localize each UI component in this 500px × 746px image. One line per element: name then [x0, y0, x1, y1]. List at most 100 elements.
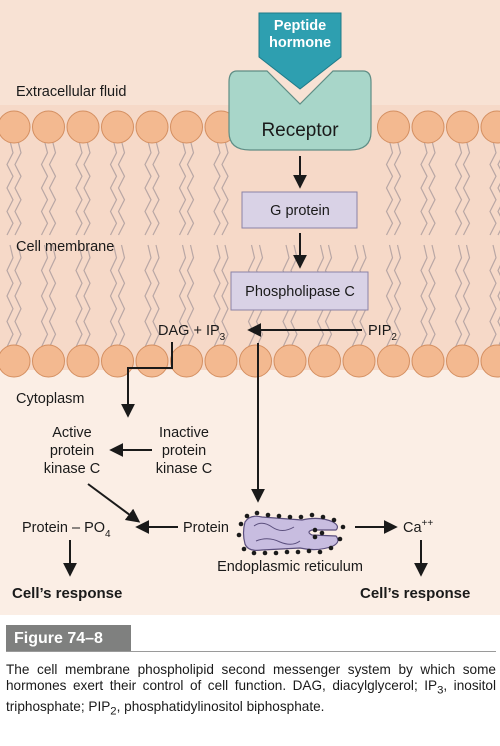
- lipid-tail: [489, 140, 497, 236]
- ribosome-dot: [317, 549, 323, 555]
- cells-response-right: Cell’s response: [360, 585, 470, 602]
- active-pkc-line3: kinase C: [44, 461, 100, 477]
- cells-response-left: Cell’s response: [12, 585, 122, 602]
- er-label: Endoplasmic reticulum: [217, 559, 363, 575]
- ribosome-dot: [312, 534, 318, 540]
- ribosome-dot: [276, 513, 282, 519]
- figure-caption: The cell membrane phospholipid second me…: [6, 662, 496, 718]
- phospholipid-head: [170, 110, 203, 144]
- phospholipase-c-label: Phospholipase C: [245, 284, 355, 300]
- pip2-label: PIP2: [368, 323, 397, 343]
- phospholipid-head: [411, 110, 445, 144]
- phospholipid-head: [135, 110, 169, 144]
- phospholipid-head: [239, 344, 272, 378]
- lipid-tail: [393, 140, 402, 236]
- ribosome-dot: [312, 527, 318, 533]
- ribosome-dot: [306, 548, 312, 554]
- lipid-tail: [6, 140, 14, 236]
- lipid-tail: [152, 244, 160, 348]
- ribosome-dot: [236, 532, 242, 538]
- ribosome-dot: [251, 550, 257, 556]
- lipid-tail: [186, 244, 195, 348]
- receptor-shape: [228, 70, 372, 151]
- ribosome-dot: [295, 549, 301, 555]
- phospholipid-head: [135, 344, 169, 378]
- phospholipid-head: [204, 344, 238, 378]
- lipid-tail: [497, 264, 500, 348]
- phospholipid-head: [101, 344, 134, 378]
- cytoplasm-label: Cytoplasm: [16, 391, 85, 407]
- phospholipid-head: [480, 344, 500, 378]
- phospholipid-head: [308, 344, 341, 378]
- inactive-pkc-line3: kinase C: [156, 461, 212, 477]
- phospholipid-head: [377, 110, 410, 144]
- lipid-tail: [83, 140, 91, 236]
- inactive-pkc-line1: Inactive: [159, 425, 209, 441]
- protein-label: Protein: [183, 520, 229, 536]
- lipid-tail: [144, 244, 152, 348]
- phospholipid-head: [446, 110, 479, 144]
- lipid-tail: [109, 140, 118, 236]
- g-protein-label: G protein: [270, 203, 330, 219]
- lipid-tail: [462, 140, 471, 236]
- ribosome-dot: [337, 536, 343, 542]
- lipid-tail: [213, 140, 221, 236]
- lipid-tail: [221, 140, 229, 236]
- ribosome-dot: [241, 546, 247, 552]
- lipid-tail: [385, 244, 394, 348]
- ca-label: Ca++: [403, 518, 433, 536]
- ribosome-dots: [236, 510, 346, 556]
- ribosome-dot: [328, 545, 334, 551]
- phospholipase-c-box: [230, 271, 369, 311]
- lipid-tail: [221, 244, 229, 348]
- phospholipid-head: [411, 344, 445, 378]
- lipid-tail: [462, 244, 471, 348]
- phospholipid-head: [480, 110, 500, 144]
- lipid-tail: [428, 140, 436, 236]
- ribosome-dot: [340, 524, 346, 530]
- figure-label: Figure 74–8: [6, 625, 131, 652]
- lipid-tail: [48, 140, 57, 236]
- phospholipid-head: [0, 110, 31, 144]
- lipid-tail: [75, 244, 83, 348]
- arrow-pkc-to-protein-po4: [87, 483, 141, 523]
- lipid-tail: [14, 140, 22, 236]
- phospholipid-head: [342, 344, 376, 378]
- lipid-tail: [186, 140, 195, 236]
- lipid-tail: [497, 159, 500, 236]
- lipid-tail: [75, 140, 83, 236]
- ribosome-dot: [331, 517, 337, 523]
- receptor-label: Receptor: [261, 120, 339, 141]
- ribosome-dot: [284, 549, 290, 555]
- ribosome-dot: [298, 514, 304, 520]
- arrow-dag-to-active-pkc: [121, 342, 173, 418]
- lipid-tail: [420, 244, 428, 348]
- lipid-tail: [83, 244, 91, 348]
- ribosome-dot: [244, 513, 250, 519]
- lipid-tail: [6, 244, 14, 348]
- phospholipid-head: [446, 344, 479, 378]
- lipid-tail: [48, 244, 57, 348]
- lipid-tail: [40, 244, 49, 348]
- phospholipid-heads-inner: [0, 344, 500, 378]
- hormone-label-line1: Peptide: [274, 18, 326, 34]
- lipid-tail: [385, 140, 394, 236]
- ribosome-dot: [319, 530, 325, 536]
- active-pkc-line2: protein: [50, 443, 94, 459]
- lipid-tail: [152, 140, 160, 236]
- ribosome-dot: [320, 514, 326, 520]
- dag-ip3-label: DAG + IP3: [158, 323, 226, 343]
- lipid-tail: [420, 140, 428, 236]
- g-protein-box: [241, 191, 358, 229]
- ribosome-dot: [238, 521, 244, 527]
- phospholipid-head: [170, 344, 203, 378]
- ribosome-dot: [309, 512, 315, 518]
- lipid-tail: [14, 244, 22, 348]
- phospholipid-head: [66, 110, 100, 144]
- protein-po4-label: Protein – PO4: [22, 520, 111, 540]
- lipid-tail: [454, 140, 463, 236]
- figure-divider: [6, 651, 496, 652]
- lipid-tail: [428, 244, 436, 348]
- ribosome-dot: [262, 550, 268, 556]
- phospholipid-head: [32, 344, 65, 378]
